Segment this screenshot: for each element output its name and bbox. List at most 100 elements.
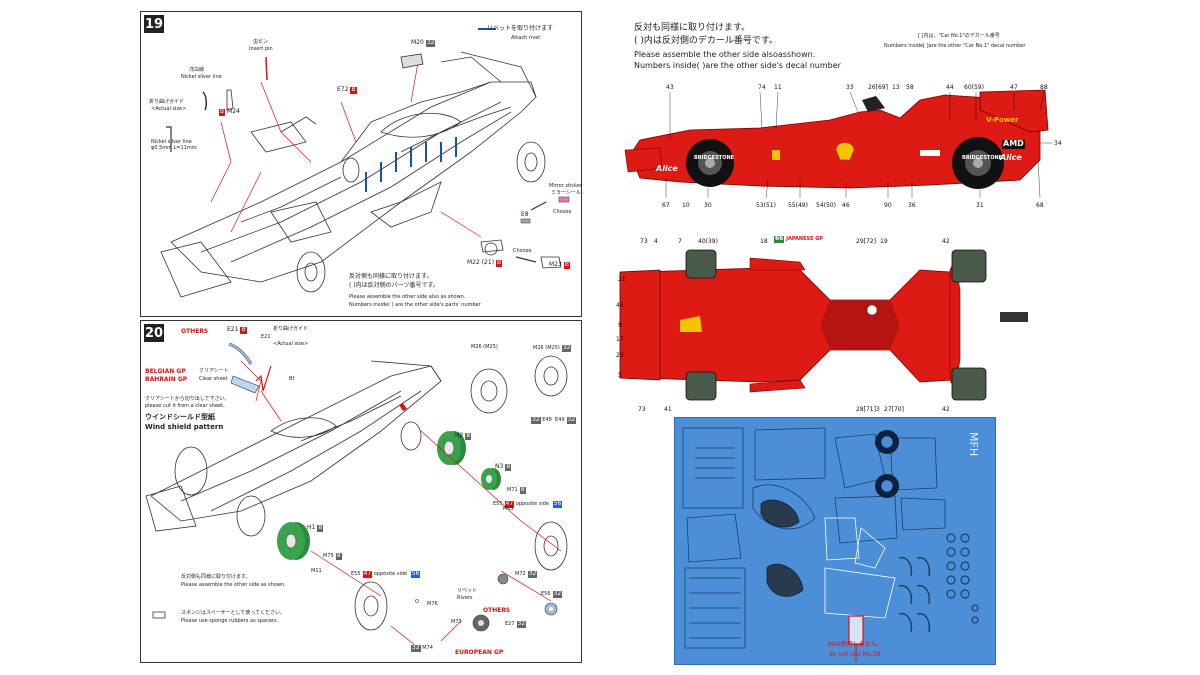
windshield-en: Wind shield pattern xyxy=(145,423,224,431)
choose-label-2: Choose xyxy=(513,248,532,254)
nickel-spec-1: Nickel silver line xyxy=(151,139,192,145)
decal-car-drawings xyxy=(619,89,1052,401)
decal-num: 58 xyxy=(906,84,914,91)
windshield-jp: ウインドシールド型紙 xyxy=(145,413,215,421)
part-m73: M73 xyxy=(451,619,462,625)
sponsor-bridgestone-front: BRIDGESTONE xyxy=(694,155,735,161)
decal-num: 10 xyxy=(682,202,690,209)
decal-num: 90 xyxy=(884,202,892,209)
decal-header-en-2: Numbers inside( )are the other side's de… xyxy=(634,61,841,70)
decal-num: 42 xyxy=(942,406,950,413)
decal-num: 9 xyxy=(618,322,622,329)
sponsor-vpower: V-Power xyxy=(986,116,1019,124)
decal-num: 29[72] xyxy=(856,238,876,245)
decal-num: 7 xyxy=(678,238,682,245)
part-e48: 32 E48 xyxy=(531,416,552,424)
clear-sheet-jp: クリアシート xyxy=(199,368,229,374)
japanese-gp-label: 66 JAPANESE GP xyxy=(774,235,824,243)
nickel-line-label-en: Nickel silver line xyxy=(181,74,222,80)
decal-num: 44 xyxy=(946,84,954,91)
decal-num: 74 xyxy=(758,84,766,91)
nickel-spec-2: φ0.5mm L=11mm xyxy=(151,145,197,151)
rivet-note-en: Attach rivet xyxy=(511,35,541,41)
step-number: 19 xyxy=(144,15,164,33)
decal-num: 21 xyxy=(618,276,626,283)
cut-note-en: please cut it from a clear sheet. xyxy=(145,403,225,409)
decal-header-en-1: Please assemble the other side alsoassho… xyxy=(634,50,816,59)
step19-note-jp-1: 反対側も同様に取り付けます。 xyxy=(349,273,433,280)
car1-note-jp: [ ]内は、"Car No.1"のデカール番号 xyxy=(918,33,1000,39)
part-m11-left: M11 xyxy=(311,568,322,574)
clear-sheet-en: Clear sheet xyxy=(199,376,228,382)
part-m24: B M24 xyxy=(219,108,240,116)
decal-num: 88 xyxy=(1040,84,1048,91)
decal-num: 55(49) xyxy=(788,202,808,209)
decal-num: 30 xyxy=(704,202,712,209)
part-bf: Bf xyxy=(289,376,295,382)
decal-num: 28[71] xyxy=(856,406,876,413)
nickel-line-label-jp: 洋白線 xyxy=(189,67,205,73)
decal-num: 13 xyxy=(892,84,900,91)
sponge-note-jp: スポンジはスペーサーとして使ってください。 xyxy=(181,610,286,616)
step19-note-en-2: Numbers inside( ) are the other side's p… xyxy=(349,302,481,308)
rivet-label-jp: リベット xyxy=(457,588,478,594)
others-label-1: OTHERS xyxy=(181,328,209,335)
sponsor-alice-front: Alice xyxy=(656,164,678,173)
decal-num: 67 xyxy=(662,202,670,209)
decal-num: 40(39) xyxy=(698,238,718,245)
photo-etch-fret: MFH xyxy=(674,417,996,665)
mirror-sticker-jp: ミラーシール xyxy=(551,190,581,196)
bahrain-gp-label: BAHRAIN GP xyxy=(145,376,188,383)
decal-num: 27[70] xyxy=(884,406,904,413)
decal-num: 60(59) xyxy=(964,84,984,91)
step-19-drawing xyxy=(160,28,570,298)
decal-num: 41 xyxy=(664,406,672,413)
insert-pin-label-en: Insert pin xyxy=(249,46,273,52)
decal-num: 36 xyxy=(908,202,916,209)
decal-num: 46 xyxy=(842,202,850,209)
european-gp-label: EUROPEAN GP xyxy=(455,649,504,656)
choose-label-1: Choose xyxy=(553,209,572,215)
decal-num: 73 xyxy=(638,406,646,413)
insert-pin-label-jp: 虫ピン xyxy=(253,39,269,45)
decal-num: 19 xyxy=(880,238,888,245)
part-m26-a: M26 (M25) xyxy=(471,344,498,350)
car1-note-en: Numbers inside[ ]are the other "Car No.1… xyxy=(884,43,1026,49)
step19-note-jp-2: ( )内は反対側のパーツ番号です。 xyxy=(349,282,439,289)
rivet-note: リベットを取り付けます xyxy=(487,25,554,32)
step-19-panel: 19 xyxy=(140,11,582,317)
decal-guide: 反対も同様に取り付けます。 ( )内は反対側のデカール番号です。 Please … xyxy=(600,0,1200,675)
step20-note-jp: 反対側も同様に取り付けます。 xyxy=(181,574,251,580)
decal-num: 47 xyxy=(1010,84,1018,91)
part-m22: M22 (21)B xyxy=(467,259,503,267)
belgian-gp-label: BELGIAN GP xyxy=(145,368,186,375)
part-o: O xyxy=(415,599,419,605)
decal-header-jp-1: 反対も同様に取り付けます。 xyxy=(634,23,751,33)
decal-num: 33 xyxy=(846,84,854,91)
part-e8: E8 xyxy=(521,211,529,218)
decal-num: 68 xyxy=(1036,202,1044,209)
fret-parts-drawing xyxy=(682,427,979,662)
decal-num: 31 xyxy=(976,202,984,209)
decal-num: 23 xyxy=(616,352,624,359)
decal-num: 53(51) xyxy=(756,202,776,209)
mirror-sticker-en: Mirror sticker xyxy=(549,183,582,189)
decal-num: 26[69] xyxy=(868,84,888,91)
part-m74: 32 M74 xyxy=(411,644,433,652)
bend-guide-label-en: <Actual size> xyxy=(151,106,187,112)
step-20-panel: 20 xyxy=(140,320,582,663)
fret-note-en: do not use No.39 xyxy=(829,651,881,658)
bend-guide-label-jp: 折り曲げガイド xyxy=(149,99,185,105)
